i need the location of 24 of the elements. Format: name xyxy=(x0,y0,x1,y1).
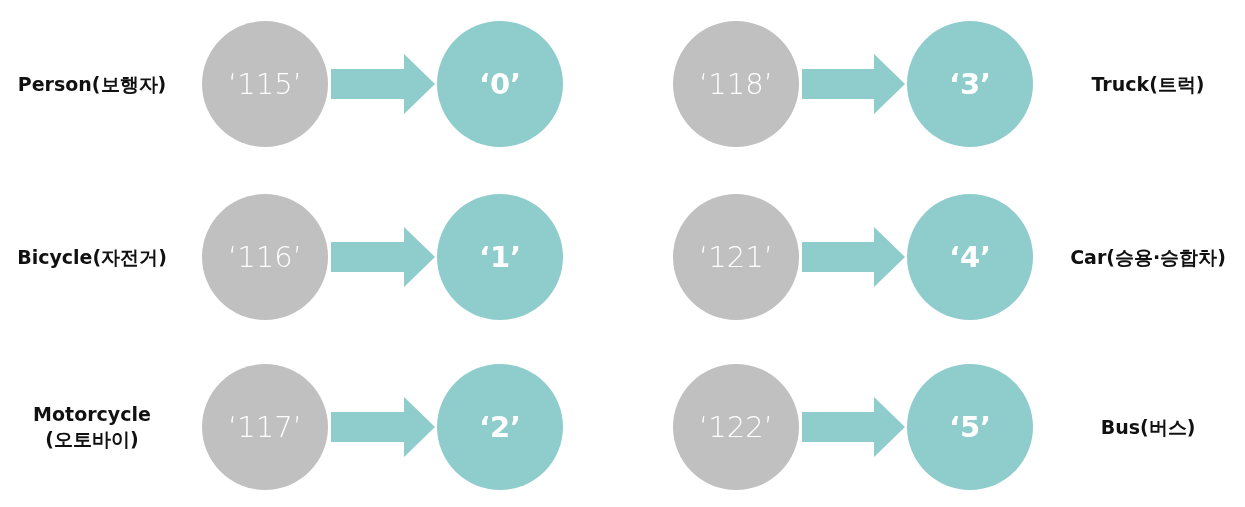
block-arrow xyxy=(802,54,905,114)
class-name: Bicycle(자전거) xyxy=(16,244,168,270)
class-name: Person(보행자) xyxy=(16,71,168,97)
class-code: ‘2’ xyxy=(478,410,522,444)
class-name: Truck(트럭) xyxy=(1090,71,1206,97)
class-code: ‘122’ xyxy=(699,410,773,444)
class-code: ‘116’ xyxy=(228,240,302,274)
class-name: Car(승용·승합차) xyxy=(1069,244,1227,270)
class-code: ‘0’ xyxy=(478,67,522,101)
class-code: ‘3’ xyxy=(948,67,992,101)
class-code: ‘5’ xyxy=(948,410,992,444)
block-arrow xyxy=(802,227,905,287)
class-code: ‘1’ xyxy=(478,240,522,274)
class-code: ‘4’ xyxy=(948,240,992,274)
block-arrow xyxy=(802,397,905,457)
block-arrow xyxy=(331,397,435,457)
class-name: Motorcycle (오토바이) xyxy=(32,402,152,452)
class-code: ‘118’ xyxy=(699,67,773,101)
block-arrow xyxy=(331,227,435,287)
class-code: ‘117’ xyxy=(228,410,302,444)
class-name: Bus(버스) xyxy=(1099,414,1197,440)
class-code: ‘121’ xyxy=(699,240,773,274)
class-code: ‘115’ xyxy=(228,67,302,101)
block-arrow xyxy=(331,54,435,114)
